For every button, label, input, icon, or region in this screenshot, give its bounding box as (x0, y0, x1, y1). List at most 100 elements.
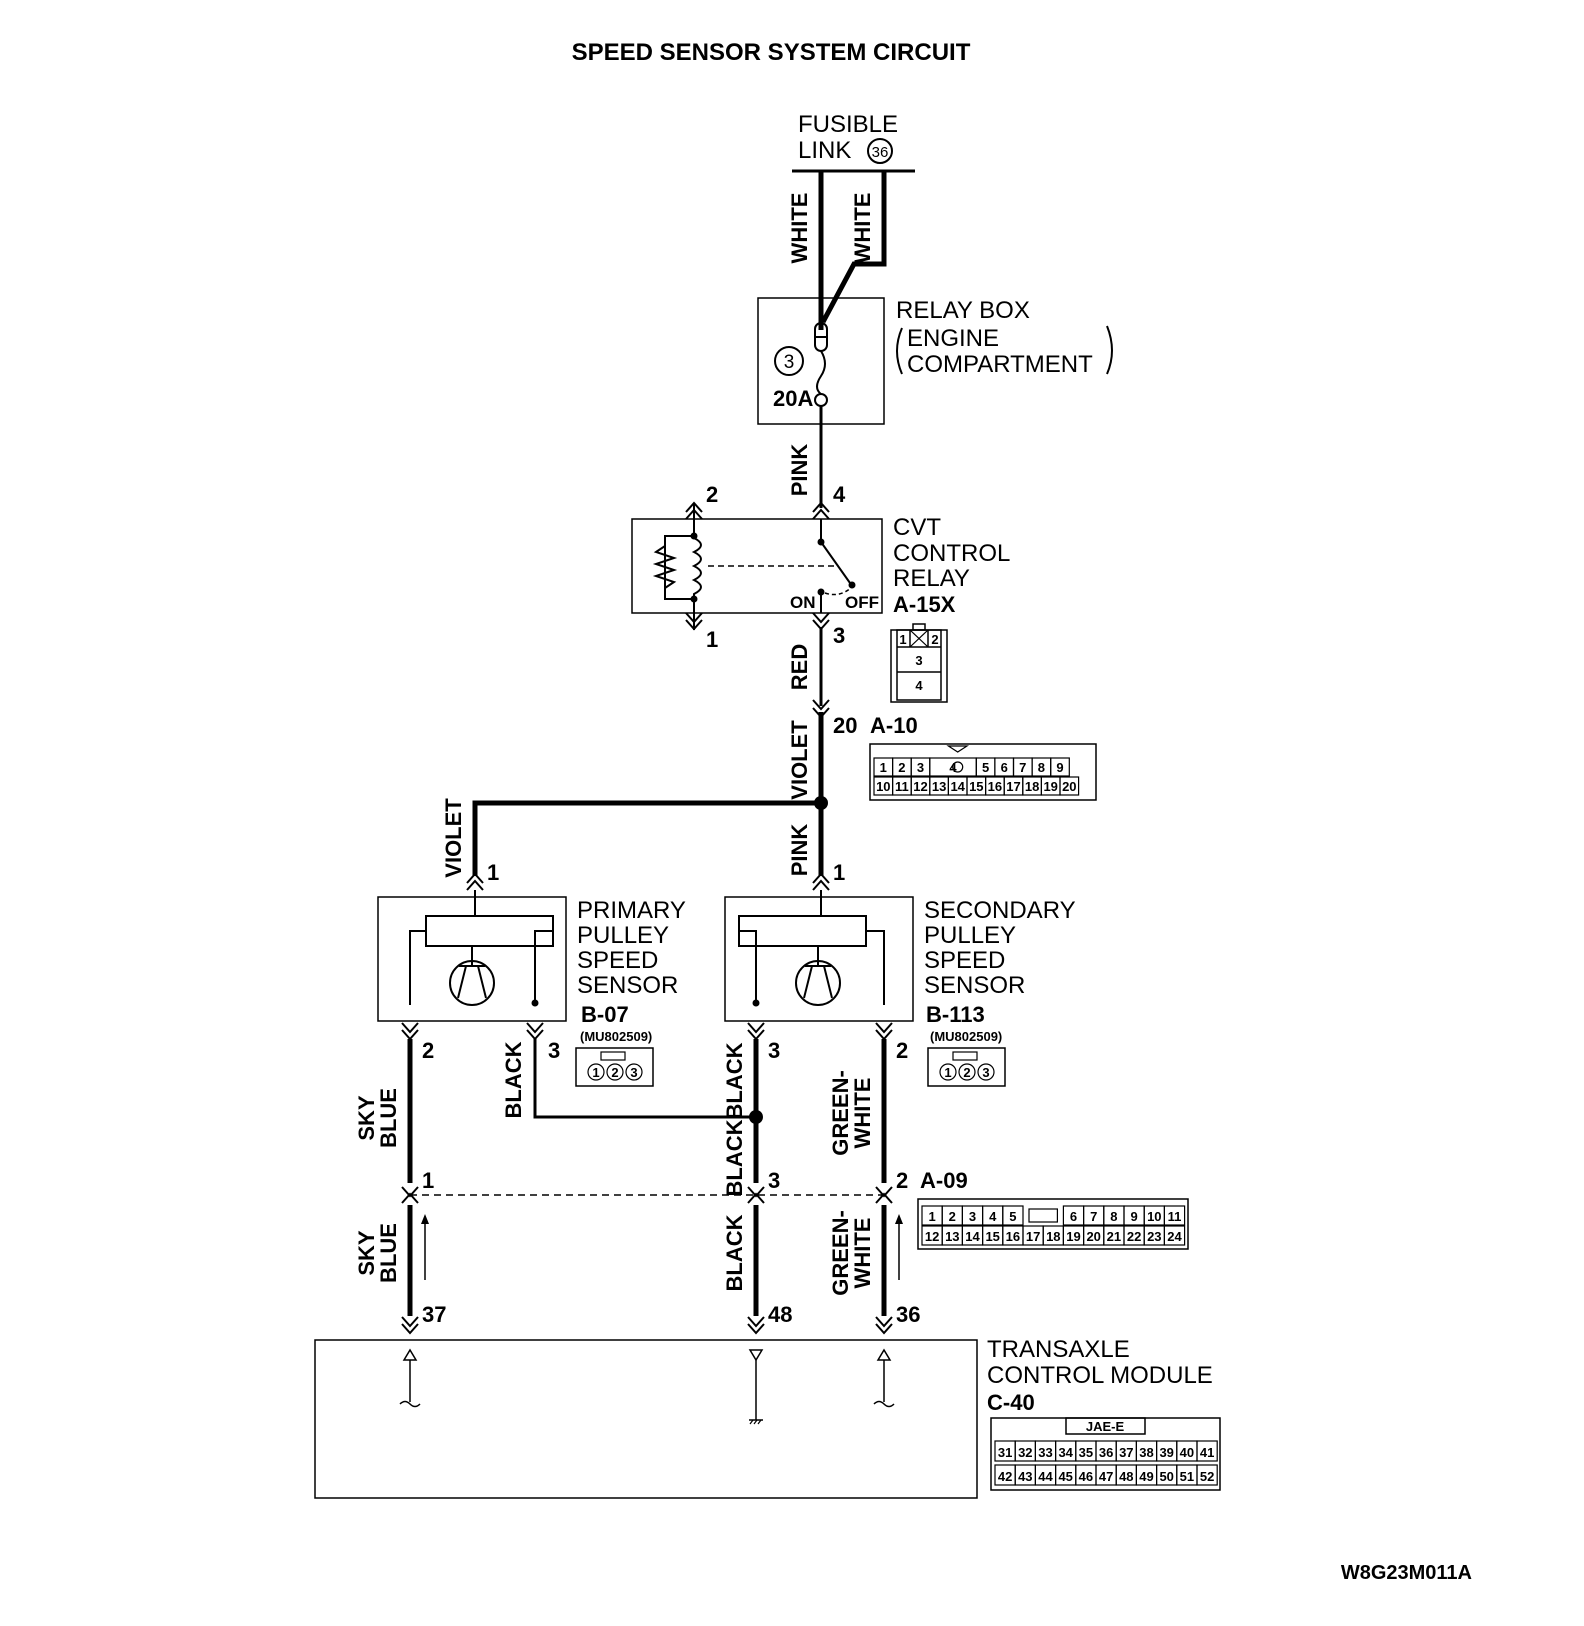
b113-pin-3-label: 3 (982, 1065, 989, 1080)
secondary-transistor-right (823, 965, 833, 999)
a09-connector (917, 1198, 1189, 1250)
secondary-sensor-left-lead (739, 930, 757, 1005)
c40-pin-31-label: 31 (998, 1445, 1012, 1460)
secondary-pin3-arrow (747, 1022, 765, 1041)
a09-pin-1: 1 (422, 1168, 434, 1193)
secondary-pin-1: 1 (833, 860, 845, 885)
secondary-pin1-arrow (812, 872, 830, 891)
a09-pin-24-cell (1163, 1225, 1186, 1246)
wire-label-white-1: WHITE (787, 193, 812, 264)
a10-pin-12-label: 12 (913, 779, 927, 794)
c40-pin-41-label: 41 (1200, 1445, 1214, 1460)
wire-label-violet-1: VIOLET (787, 720, 812, 800)
a09-pin-2-label: 2 (949, 1209, 956, 1224)
a10-pin-8-label: 8 (1038, 760, 1045, 775)
primary-sensor-ic (425, 915, 554, 947)
a09-pin-22-label: 22 (1127, 1229, 1141, 1244)
secondary-label-3: SPEED (924, 947, 1005, 974)
c40-pin-48-label: 48 (1119, 1469, 1133, 1484)
a09-pin-21-label: 21 (1107, 1229, 1121, 1244)
primary-label-2: PULLEY (577, 922, 669, 949)
a10-connector (869, 743, 1097, 801)
a10-pin-19-label: 19 (1043, 779, 1057, 794)
a10-pin-4-label: 4 (949, 760, 957, 775)
tcm-pin48-arrow (747, 1316, 765, 1335)
secondary-sensor-node (752, 999, 760, 1007)
b07-pin-1-label: 1 (592, 1065, 599, 1080)
tcm-label-1: TRANSAXLE (987, 1336, 1130, 1363)
cvt-relay-connector: A-15X (893, 592, 956, 617)
figure-id: W8G23M011A (1341, 1562, 1472, 1584)
primary-pin-2: 2 (422, 1038, 434, 1063)
c40-header (1065, 1417, 1146, 1435)
b07-latch (600, 1051, 626, 1061)
a09-arrows-2 (875, 1186, 893, 1204)
a10-pin-3-label: 3 (917, 760, 924, 775)
a10-key-circle (952, 761, 964, 773)
a15x-blank-x (909, 629, 929, 648)
terminal-arrow-pin4 (812, 501, 830, 520)
a10-pin-5-label: 5 (982, 760, 989, 775)
primary-pin3-arrow (526, 1022, 544, 1041)
a15x-key (912, 623, 926, 631)
a09-pin-14-label: 14 (965, 1229, 980, 1244)
wire-white-2 (820, 171, 887, 324)
tcm-ground-black (748, 1349, 764, 1425)
secondary-pin-2: 2 (896, 1038, 908, 1063)
b07-pin-3-label: 3 (630, 1065, 637, 1080)
secondary-sensor-box (724, 896, 914, 1022)
c40-pin-34-label: 34 (1058, 1445, 1073, 1460)
wire-label-pink-2: PINK (787, 824, 812, 877)
primary-transistor-right (477, 965, 487, 999)
a10-pin-9-label: 9 (1056, 760, 1063, 775)
c40-pin-36-label: 36 (1099, 1445, 1113, 1460)
primary-label-4: SENSOR (577, 972, 678, 999)
c40-pin-37-label: 37 (1119, 1445, 1133, 1460)
primary-sensor-left-lead (409, 930, 426, 1005)
primary-pin2-arrow (401, 1022, 419, 1041)
cvt-relay-pin-2: 2 (706, 482, 718, 507)
b07-pin-1-circle (587, 1063, 605, 1081)
primary-label-1: PRIMARY (577, 897, 686, 924)
fusible-link-number: 36 (872, 144, 889, 161)
a10-key-mark (946, 745, 970, 753)
secondary-sensor-right-lead (866, 930, 885, 1005)
a09-pin-12-label: 12 (925, 1229, 939, 1244)
secondary-label-1: SECONDARY (924, 897, 1076, 924)
relay-box-label-2: ENGINE (907, 325, 999, 352)
a10-pin-20-cell (1059, 776, 1080, 796)
wire-label-white-3: WHITE (850, 1078, 875, 1149)
a09-pin-11-cell (1163, 1205, 1186, 1226)
cvt-relay-label-2: CONTROL (893, 540, 1010, 567)
c40-pin-33-label: 33 (1038, 1445, 1052, 1460)
primary-sensor-transistor (449, 960, 495, 1006)
relay-box-label-1: RELAY BOX (896, 297, 1030, 324)
switch-off-contact (848, 581, 856, 589)
wire-label-red: RED (787, 644, 812, 690)
a09-pin-6-label: 6 (1070, 1209, 1077, 1224)
a10-pin-1-label: 1 (880, 760, 887, 775)
switch-blade (820, 541, 851, 584)
a10-pin-17-label: 17 (1006, 779, 1020, 794)
primary-connector-shape (575, 1047, 654, 1087)
a09-pin-15-label: 15 (985, 1229, 999, 1244)
c40-pin-49-label: 49 (1139, 1469, 1153, 1484)
tcm-pin-36: 36 (896, 1302, 920, 1327)
a10-pin-7-label: 7 (1019, 760, 1026, 775)
c40-pin-42-label: 42 (998, 1469, 1012, 1484)
wire-label-white-4: WHITE (850, 1218, 875, 1289)
c40-pin-41-cell (1196, 1440, 1218, 1462)
tcm-connector: C-40 (987, 1390, 1035, 1415)
primary-connector: B-07 (581, 1002, 629, 1027)
a15x-pin-4: 4 (915, 678, 923, 693)
a09-pin-17-label: 17 (1026, 1229, 1040, 1244)
a09-pin-11-label: 11 (1168, 1209, 1182, 1224)
fuse-number-circle (774, 346, 804, 376)
a09-pin-3: 3 (768, 1168, 780, 1193)
cvt-relay-box (631, 518, 883, 614)
fuse-terminal (814, 393, 828, 407)
c40-pin-38-label: 38 (1139, 1445, 1153, 1460)
